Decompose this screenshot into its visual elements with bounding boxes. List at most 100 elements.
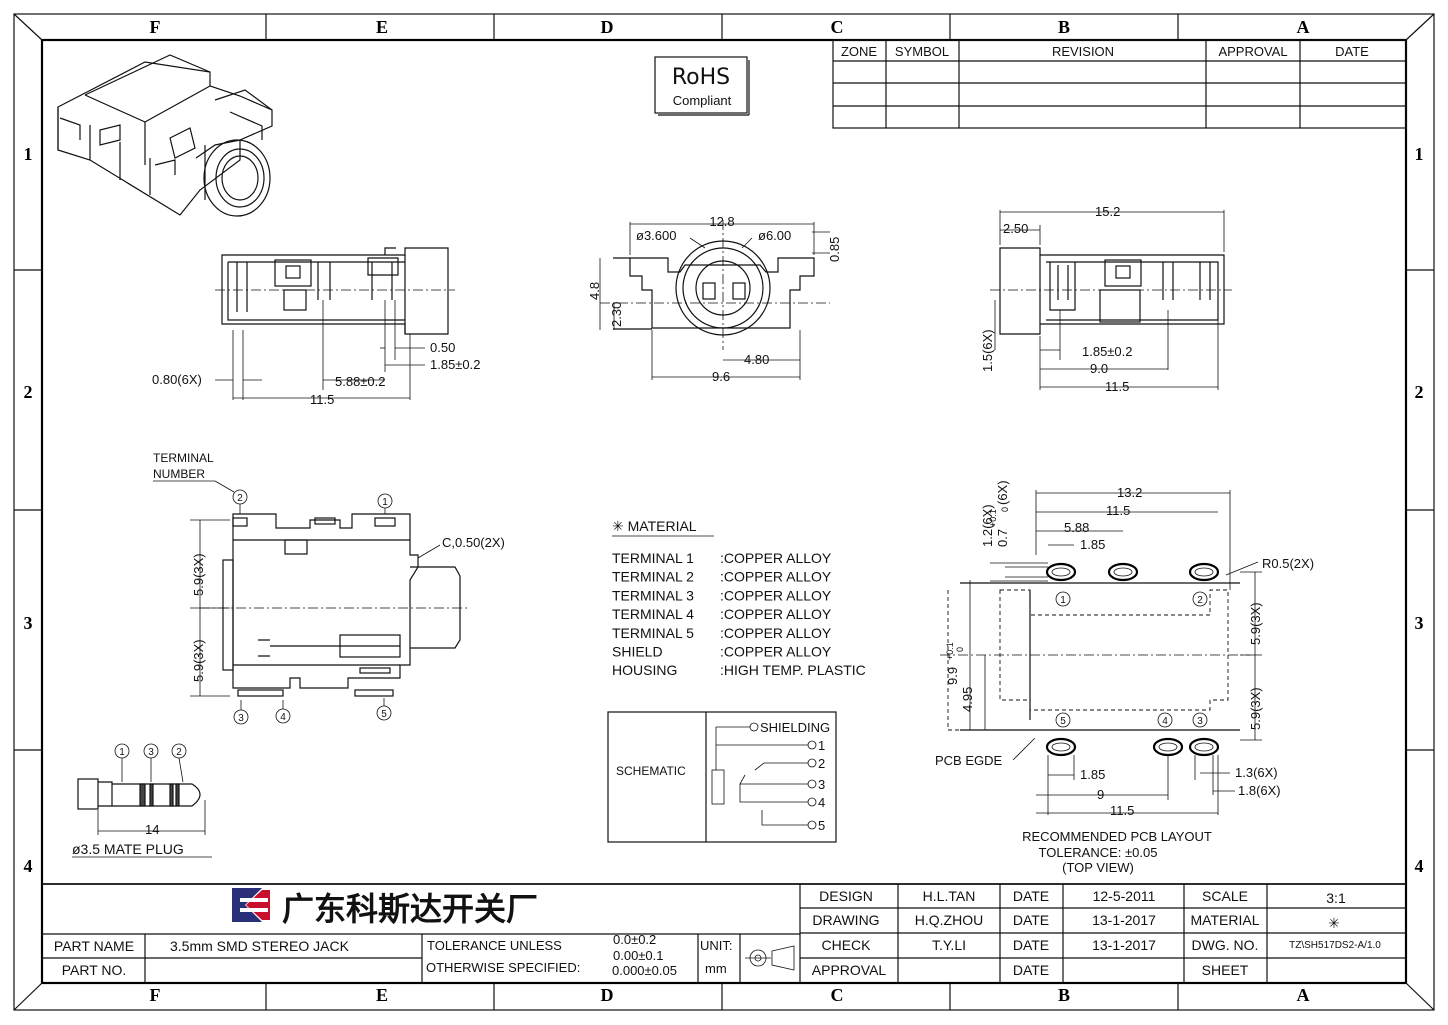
dim-front-48: 4.8 xyxy=(587,282,602,300)
material-row-value: :COPPER ALLOY xyxy=(720,569,832,585)
check-label: CHECK xyxy=(821,937,871,953)
pcb-pad-1: 1 xyxy=(1060,595,1066,606)
plug-num-2: 2 xyxy=(176,747,182,758)
dim-pcb-115-top: 11.5 xyxy=(1106,503,1130,518)
dwg-no-label: DWG. NO. xyxy=(1192,937,1259,953)
dwg-no-value: TZ\SH517DS2-A/1.0 xyxy=(1289,940,1381,951)
dim-pcb-185-top: 1.85 xyxy=(1080,537,1105,552)
dim-side-185: 1.85±0.2 xyxy=(430,357,481,372)
material-list: ✳ MATERIAL TERMINAL 1:COPPER ALLOYTERMIN… xyxy=(612,518,866,678)
part-no-label: PART NO. xyxy=(62,962,127,978)
dim-front-085: 0.85 xyxy=(827,237,842,262)
dim-pcb-07-suffix: (6X) xyxy=(995,480,1010,505)
dim-pcb-99-tol: +0.1 xyxy=(945,642,955,660)
dim-top-59a: 5.9(3X) xyxy=(191,553,206,596)
terminal-number-label-2: NUMBER xyxy=(153,467,205,481)
plug-num-3: 3 xyxy=(148,747,154,758)
material-row-name: HOUSING xyxy=(612,662,677,678)
material-row-name: TERMINAL 4 xyxy=(612,606,694,622)
zone-col-a-bottom: A xyxy=(1297,985,1310,1005)
dim-side-588: 5.88±0.2 xyxy=(335,374,386,389)
dim-pcb-132: 13.2 xyxy=(1117,485,1142,500)
tolerance-label-2: OTHERWISE SPECIFIED: xyxy=(426,960,580,975)
tolerance-value-1: 0.0±0.2 xyxy=(613,932,656,947)
zone-labels-bottom: F E D C B A xyxy=(150,985,1310,1005)
front-view: 12.8 ø3.600 ø6.00 0.85 4.8 2.30 4.80 9.6 xyxy=(587,214,842,384)
pcb-pad-3: 3 xyxy=(1197,716,1203,727)
zone-labels-right: 1 2 3 4 xyxy=(1415,144,1424,876)
unit-value: mm xyxy=(705,961,727,976)
zone-labels-left: 1 2 3 4 xyxy=(24,144,33,876)
top-terminal-2: 2 xyxy=(237,493,243,504)
dim-side-050: 0.50 xyxy=(430,340,455,355)
zone-col-c-bottom: C xyxy=(831,985,844,1005)
material-row-value: :COPPER ALLOY xyxy=(720,606,832,622)
dim-front-128: 12.8 xyxy=(709,214,734,229)
dim-pcb-07: 0.7 xyxy=(995,529,1010,547)
date-design: 12-5-2011 xyxy=(1093,888,1156,904)
rohs-stamp: RoHS Compliant xyxy=(654,56,750,116)
schematic-pin-3: 3 xyxy=(818,777,825,792)
zone-col-d: D xyxy=(601,17,614,37)
approval-label: APPROVAL xyxy=(812,962,887,978)
material-row-value: :HIGH TEMP. PLASTIC xyxy=(720,662,866,678)
schematic-label: SCHEMATIC xyxy=(616,764,686,778)
dim-rear-90: 9.0 xyxy=(1090,361,1108,376)
dim-terminal-width: 0.80(6X) xyxy=(152,372,202,387)
material-row-name: TERMINAL 2 xyxy=(612,569,694,585)
zone-col-f: F xyxy=(150,17,161,37)
zone-labels-top: F E D C B A xyxy=(150,17,1310,37)
company-logo xyxy=(232,888,270,922)
mate-plug: 1 3 2 14 ø3.5 MATE PLUG xyxy=(72,743,212,858)
zone-row-4: 4 xyxy=(24,856,33,876)
part-name-label: PART NAME xyxy=(54,938,134,954)
pcb-layout: 1 2 5 4 3 13.2 11.5 5.88 1.85 1.2(6X) 0.… xyxy=(935,480,1314,875)
date-label-design: DATE xyxy=(1013,888,1049,904)
rohs-title: RoHS xyxy=(672,65,730,90)
isometric-view xyxy=(57,54,273,217)
plug-caption: ø3.5 MATE PLUG xyxy=(72,841,184,857)
dim-pcb-07-tol2: 0 xyxy=(1000,507,1010,512)
dim-plug-14: 14 xyxy=(145,822,159,837)
dim-pcb-588: 5.88 xyxy=(1064,520,1089,535)
tolerance-label-1: TOLERANCE UNLESS xyxy=(427,938,562,953)
drawing-label: DRAWING xyxy=(812,912,879,928)
dim-rear-152: 15.2 xyxy=(1095,204,1120,219)
schematic: SCHEMATIC SHIELDING 1 2 3 4 5 xyxy=(607,711,837,843)
dim-pcb-18: 1.8(6X) xyxy=(1238,783,1281,798)
date-label-approval: DATE xyxy=(1013,962,1049,978)
material-label: MATERIAL xyxy=(1191,912,1260,928)
zone-row-2: 2 xyxy=(24,382,33,402)
material-row-name: SHIELD xyxy=(612,644,663,660)
dim-rear-15: 1.5(6X) xyxy=(980,329,995,372)
company-name: 广东科斯达开关厂 xyxy=(282,890,538,928)
part-name-value: 3.5mm SMD STEREO JACK xyxy=(170,938,350,954)
rear-view: 15.2 2.50 1.5(6X) 1.85±0.2 9.0 11.5 xyxy=(980,204,1232,394)
zone-col-c: C xyxy=(831,17,844,37)
tolerance-value-2: 0.00±0.1 xyxy=(613,948,664,963)
pcb-caption-1: RECOMMENDED PCB LAYOUT xyxy=(1022,829,1212,844)
zone-col-b-bottom: B xyxy=(1058,985,1070,1005)
revision-table: ZONE SYMBOL REVISION APPROVAL DATE xyxy=(832,39,1407,129)
side-view: 0.80(6X) 0.50 1.85±0.2 5.88±0.2 11.5 xyxy=(152,247,481,407)
dim-pcb-99-tol2: 0 xyxy=(955,647,965,652)
zone-row-4-right: 4 xyxy=(1415,856,1424,876)
dim-front-d3600: ø3.600 xyxy=(636,228,676,243)
scale-value: 3:1 xyxy=(1326,890,1346,906)
material-row-value: :COPPER ALLOY xyxy=(720,587,832,603)
scale-label: SCALE xyxy=(1202,888,1248,904)
zone-col-b: B xyxy=(1058,17,1070,37)
zone-row-1-right: 1 xyxy=(1415,144,1424,164)
material-row-value: :COPPER ALLOY xyxy=(720,550,832,566)
dim-pcb-r05: R0.5(2X) xyxy=(1262,556,1314,571)
unit-label: UNIT: xyxy=(700,938,733,953)
material-row-name: TERMINAL 5 xyxy=(612,625,694,641)
dim-pcb-495: 4.95 xyxy=(960,687,975,712)
schematic-pin-2: 2 xyxy=(818,756,825,771)
dim-top-59b: 5.9(3X) xyxy=(191,639,206,682)
dim-rear-250: 2.50 xyxy=(1003,221,1028,236)
sheet-frame xyxy=(13,13,1435,1011)
schematic-pin-4: 4 xyxy=(818,795,825,810)
material-title: ✳ MATERIAL xyxy=(612,518,697,534)
